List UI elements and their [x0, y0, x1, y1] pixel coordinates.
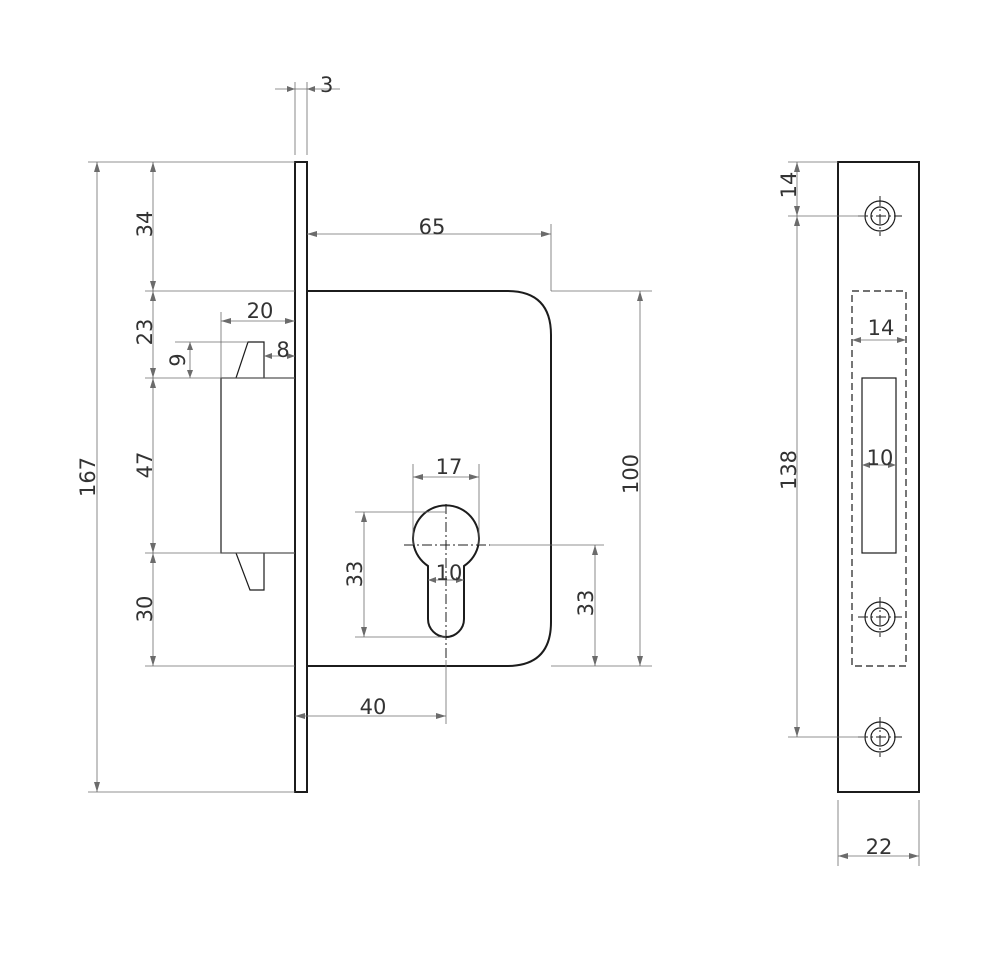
latch-slot [861, 377, 897, 554]
latch-bevel-bottom [235, 552, 265, 591]
dim-plate-hole-spacing: 138 [777, 450, 801, 490]
faceplate [294, 161, 308, 793]
dim-strike-width: 14 [868, 316, 895, 340]
latch-bevel-top [235, 341, 265, 379]
dim-plate-width: 22 [866, 835, 893, 859]
side-view-dimensions [88, 82, 652, 793]
latch-body [220, 377, 296, 554]
case-hidden-outline [851, 290, 907, 667]
dim-cylinder-to-bottom: 33 [574, 590, 598, 617]
front-view-dimensions [788, 161, 920, 866]
dim-case-depth: 65 [419, 215, 446, 239]
dim-strike-slot: 10 [867, 446, 894, 470]
dim-latch-offset: 23 [133, 319, 157, 346]
dim-plate-top-hole: 14 [777, 172, 801, 199]
dim-total-height: 167 [76, 457, 100, 497]
dim-faceplate-thickness: 3 [320, 73, 333, 97]
faceplate-front [837, 161, 920, 793]
dim-latch-tip: 8 [276, 338, 289, 362]
dim-cylinder-height: 33 [343, 561, 367, 588]
dim-cylinder-width: 17 [436, 455, 463, 479]
dim-top-to-case: 34 [133, 211, 157, 238]
lock-case [307, 290, 552, 667]
screw-hole-middle [858, 597, 902, 637]
dim-mid-section: 47 [133, 452, 157, 479]
dim-cylinder-slot: 10 [436, 561, 463, 585]
dim-latch-width: 20 [247, 299, 274, 323]
dim-latch-gap: 9 [166, 353, 190, 366]
dim-case-height: 100 [619, 454, 643, 494]
front-view-labels: 14 138 14 10 22 [777, 172, 894, 859]
dim-backset: 40 [360, 695, 387, 719]
side-view-labels: 3 167 34 23 9 47 30 20 8 65 100 17 33 10… [76, 73, 643, 719]
faceplate-front-view [837, 161, 920, 793]
dim-bottom-section: 30 [133, 596, 157, 623]
